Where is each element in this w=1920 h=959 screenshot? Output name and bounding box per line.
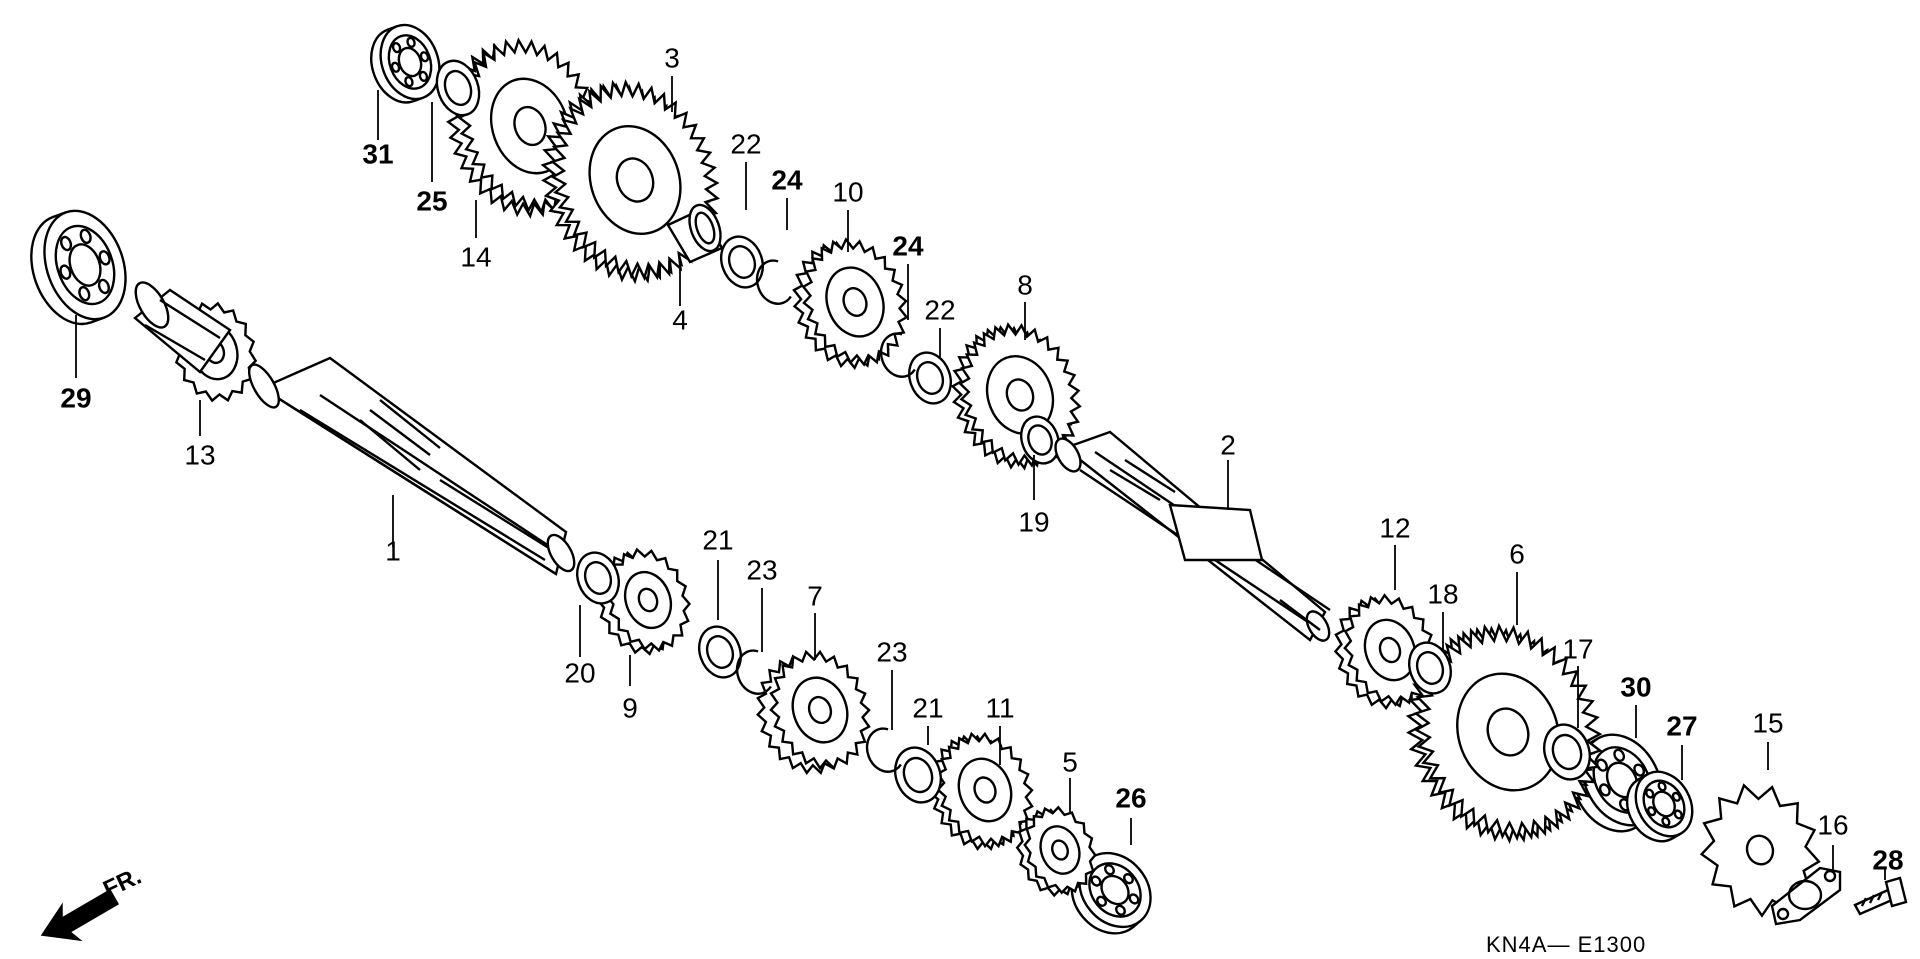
- washer-17: [1543, 723, 1591, 781]
- leader-lines: [75, 76, 1886, 880]
- figure-code: KN4A— E1300: [1486, 932, 1646, 957]
- bearing-31: [370, 23, 441, 104]
- callout-12: 12: [1379, 512, 1410, 543]
- washer-21a: [698, 625, 742, 679]
- callout-18: 18: [1427, 578, 1458, 609]
- callout-29: 29: [60, 382, 91, 413]
- callout-25: 25: [416, 185, 447, 216]
- washer-20: [576, 551, 620, 605]
- callout-30: 30: [1620, 671, 1651, 702]
- circlip-23a: [735, 649, 772, 695]
- callout-28: 28: [1872, 844, 1903, 875]
- callout-21a: 21: [702, 524, 733, 555]
- callout-17: 17: [1562, 633, 1593, 664]
- callout-6: 6: [1509, 538, 1525, 569]
- callout-14: 14: [460, 241, 491, 272]
- gear-11: [928, 731, 1034, 852]
- callout-2: 2: [1220, 429, 1236, 460]
- callout-22a: 22: [730, 128, 761, 159]
- washer-18: [1408, 641, 1452, 695]
- washer-21b: [894, 746, 942, 804]
- washer-19: [1019, 415, 1061, 465]
- gear-7: [756, 649, 871, 776]
- gear-6: [1405, 622, 1603, 844]
- callout-11: 11: [985, 692, 1014, 723]
- callout-26: 26: [1115, 782, 1146, 813]
- bearing-26: [1070, 851, 1152, 935]
- washer-22b: [908, 351, 952, 405]
- washer-25: [435, 59, 481, 117]
- callout-27: 27: [1666, 710, 1697, 741]
- gear-10: [792, 237, 909, 371]
- bolt-28: [1853, 876, 1908, 916]
- circlip-24a: [755, 259, 792, 305]
- bearing-29: [30, 209, 127, 326]
- callout-7: 7: [807, 580, 823, 611]
- circlip-24b: [879, 332, 916, 378]
- gear-5: [1015, 805, 1097, 898]
- washer-22a: [720, 235, 764, 289]
- callout-8: 8: [1017, 269, 1033, 300]
- callout-24a: 24: [771, 164, 803, 195]
- parts-layer: [30, 23, 1821, 935]
- callout-23b: 23: [876, 636, 907, 667]
- callout-16: 16: [1817, 809, 1848, 840]
- callout-31: 31: [362, 138, 393, 169]
- mainshaft: [248, 356, 576, 576]
- callout-3: 3: [664, 42, 680, 73]
- callout-13: 13: [184, 439, 215, 470]
- callout-20: 20: [564, 657, 595, 688]
- callout-9: 9: [622, 692, 638, 723]
- circlip-23b: [865, 727, 902, 773]
- plate-16: [1770, 866, 1842, 926]
- callout-15: 15: [1752, 707, 1783, 738]
- callout-23a: 23: [746, 554, 777, 585]
- callout-1: 1: [385, 535, 401, 566]
- callout-19: 19: [1018, 506, 1049, 537]
- callout-10: 10: [832, 176, 863, 207]
- countershaft: [1054, 430, 1331, 642]
- front-direction-arrow: FR.: [40, 863, 146, 942]
- callout-4: 4: [672, 304, 688, 335]
- gear-13-assembly: [133, 281, 232, 374]
- callout-24b: 24: [892, 230, 924, 261]
- bushing-4: [666, 203, 724, 264]
- callout-labels: 1 2 3 4 5 6 7 8 9 10 11 12 13 14 15 16 1…: [60, 42, 1903, 875]
- callout-21b: 21: [912, 692, 943, 723]
- bearing-27: [1625, 770, 1694, 843]
- callout-5: 5: [1062, 746, 1078, 777]
- callout-22b: 22: [924, 294, 955, 325]
